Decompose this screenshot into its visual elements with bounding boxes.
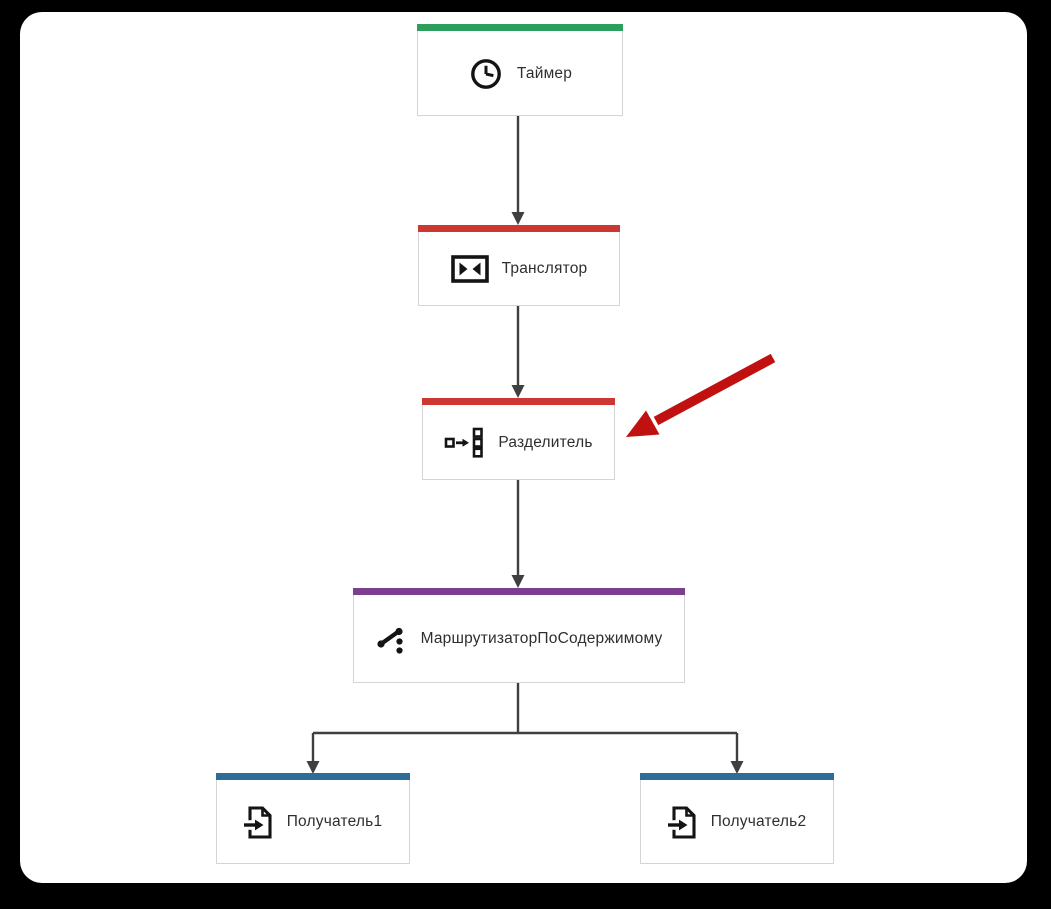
- node-splitter[interactable]: Разделитель: [422, 398, 615, 480]
- node-accent-bar: [418, 225, 620, 232]
- arrowhead-icon: [511, 385, 525, 398]
- node-accent-bar: [216, 773, 410, 780]
- node-translator[interactable]: Транслятор: [418, 225, 620, 306]
- node-label: МаршрутизаторПоСодержимому: [420, 630, 663, 647]
- document-receiver-icon: [667, 805, 698, 840]
- node-accent-bar: [422, 398, 615, 405]
- edge-router-receivers: [311, 683, 739, 762]
- node-timer[interactable]: Таймер: [417, 24, 623, 116]
- splitter-icon: [444, 427, 485, 458]
- clock-icon: [468, 56, 504, 92]
- node-accent-bar: [640, 773, 834, 780]
- node-label: Получатель2: [710, 813, 807, 830]
- translator-icon: [450, 255, 489, 283]
- diagram-canvas[interactable]: Таймер Транслятор: [20, 12, 1027, 883]
- node-content-router[interactable]: МаршрутизаторПоСодержимому: [353, 588, 685, 683]
- arrowhead-icon: [511, 212, 525, 225]
- content-based-router-icon: [376, 623, 408, 655]
- document-receiver-icon: [243, 805, 274, 840]
- node-label: Получатель1: [286, 813, 383, 830]
- node-receiver2[interactable]: Получатель2: [640, 773, 834, 864]
- node-label: Таймер: [516, 64, 573, 82]
- node-label: Разделитель: [498, 433, 593, 451]
- node-label: Транслятор: [501, 260, 588, 277]
- node-accent-bar: [353, 588, 685, 595]
- node-accent-bar: [417, 24, 623, 31]
- node-receiver1[interactable]: Получатель1: [216, 773, 410, 864]
- arrowhead-icon: [511, 575, 525, 588]
